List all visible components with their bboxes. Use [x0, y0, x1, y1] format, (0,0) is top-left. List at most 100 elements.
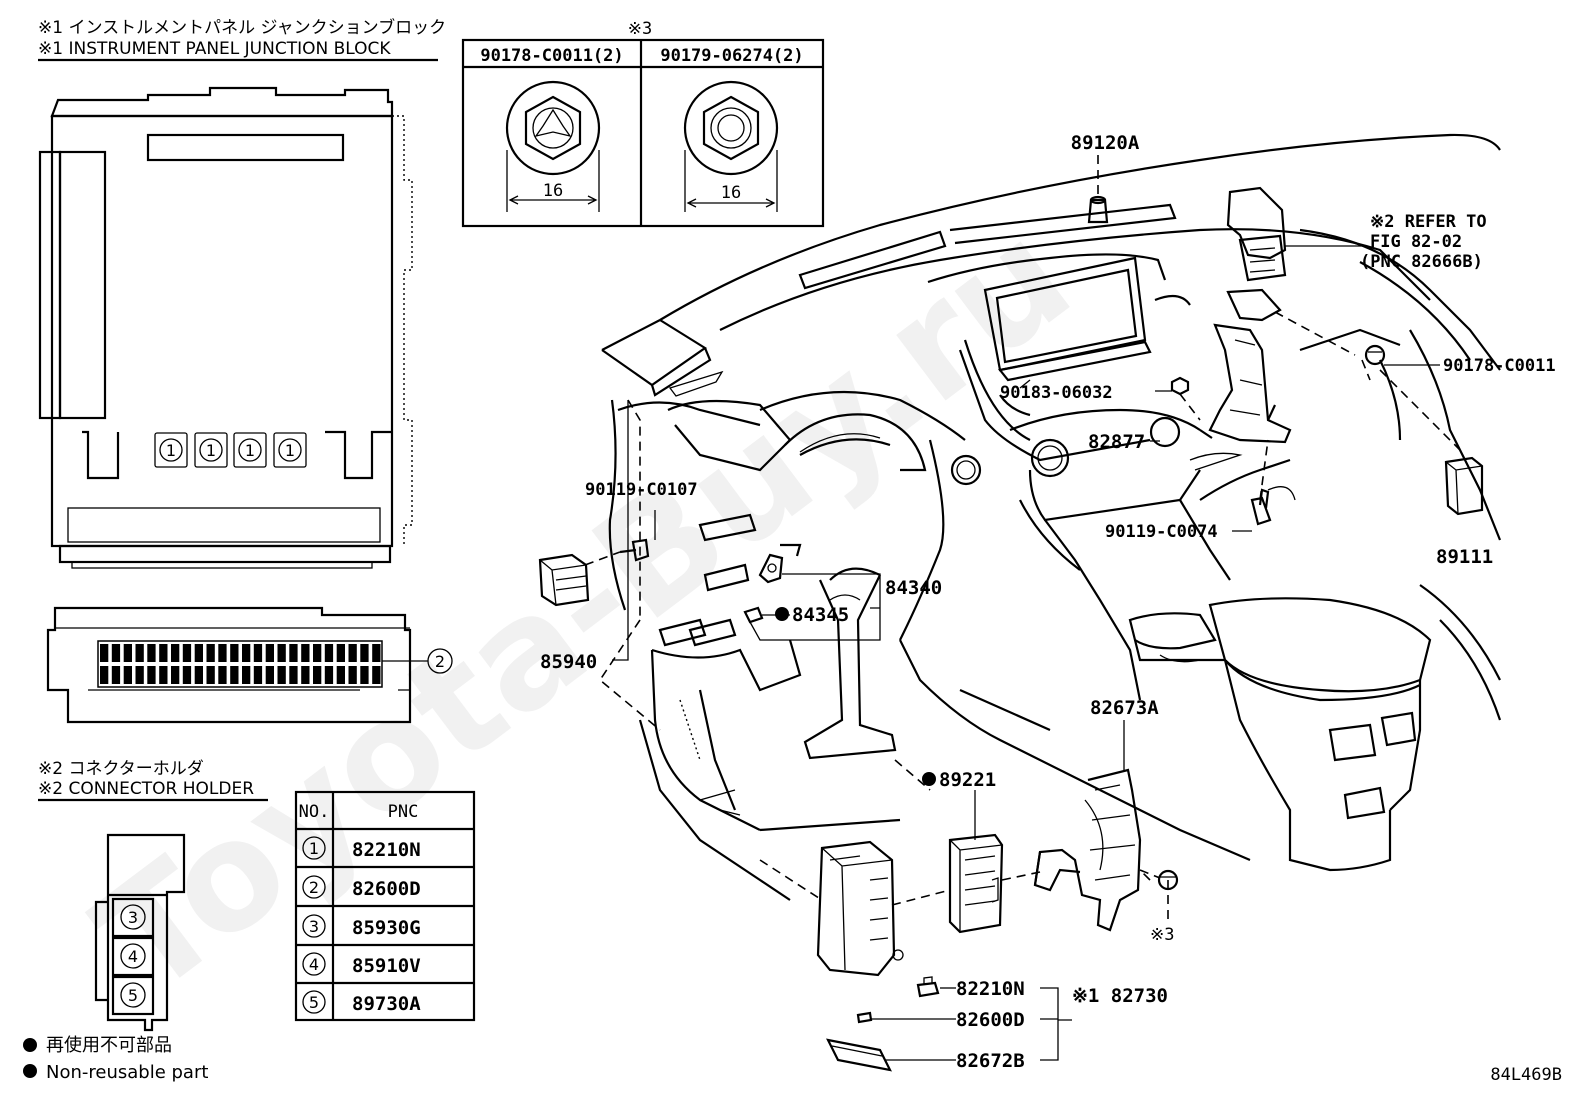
jb-pin: [348, 644, 357, 662]
jb-pin: [336, 666, 345, 684]
jb-pin: [159, 644, 168, 662]
callout-82673A: 82673A: [1090, 697, 1159, 719]
jb-pin: [100, 666, 109, 684]
jb-pin: [135, 666, 144, 684]
figure-id: 84L469B: [1490, 1065, 1562, 1085]
jb-pin: [242, 644, 251, 662]
jb-circle-1: 1: [166, 441, 176, 460]
pnc-row-value: 82600D: [352, 878, 421, 900]
jb-pin: [336, 644, 345, 662]
jb-side-circle: 2: [435, 652, 445, 671]
jb-pin: [265, 644, 274, 662]
jb-circle-4: 1: [285, 441, 295, 460]
jb-pin: [372, 666, 381, 684]
jb-pin-grid: [97, 640, 383, 688]
jb-pin: [194, 666, 203, 684]
callout-mark3: ※3: [1150, 925, 1174, 945]
jb-pin: [324, 644, 334, 662]
fastener-box-mark: ※3: [628, 19, 652, 39]
jb-pin: [206, 644, 215, 662]
non-reusable-dot-icon: [922, 772, 936, 786]
jb-pin: [218, 644, 227, 662]
connector-holder-title-jp: ※2 コネクターホルダ: [38, 759, 204, 779]
callout-84345: 84345: [792, 604, 849, 626]
fastener-right-dim: 16: [721, 183, 741, 203]
jb-pin: [324, 666, 334, 684]
jb-pin: [277, 644, 286, 662]
part-90119-C0074-bolt: [1250, 486, 1296, 526]
part-84340-switch: [743, 553, 784, 624]
pnc-row-no: 2: [309, 878, 319, 897]
callout-refer-line2: FIG 82-02: [1370, 232, 1462, 252]
callout-82672B: 82672B: [956, 1050, 1025, 1072]
callout-90119-C0107: 90119-C0107: [585, 480, 698, 500]
jb-pin: [111, 666, 121, 684]
jb-pin: [111, 644, 121, 662]
jb-pin: [206, 666, 215, 684]
callout-82600D: 82600D: [956, 1009, 1025, 1031]
callout-90119-C0074: 90119-C0074: [1105, 522, 1218, 542]
fastener-left-dim: 16: [543, 181, 563, 201]
part-89111-module: [1444, 456, 1484, 516]
fastener-box: ※3 90178-C0011(2) 90179-06274(2) 16 16: [461, 19, 825, 228]
pnc-row-value: 85930G: [352, 917, 421, 939]
non-reusable-dot-icon: [23, 1064, 37, 1078]
pnc-row-no: 5: [309, 993, 319, 1012]
part-82672B-cover: [826, 1038, 892, 1072]
pnc-row-value: 85910V: [352, 955, 421, 977]
connector-holder-title-en: ※2 CONNECTOR HOLDER: [38, 779, 254, 799]
jb-pin: [372, 644, 381, 662]
non-reusable-dot-icon: [775, 607, 789, 621]
jb-pin: [182, 644, 192, 662]
jb-pin: [313, 666, 322, 684]
pnc-table-col-no: NO.: [299, 802, 330, 822]
part-85940-module: [538, 553, 590, 607]
jb-pin: [194, 644, 203, 662]
jb-circle-3: 1: [245, 441, 255, 460]
jb-pin: [360, 644, 369, 662]
callout-89221: 89221: [939, 769, 996, 791]
connector-holder-drawing: 3 4 5: [94, 833, 186, 1032]
jb-pin: [171, 666, 180, 684]
fastener-right-label: 90179-06274(2): [660, 46, 803, 66]
pnc-row-no: 4: [309, 955, 319, 974]
callout-85940: 85940: [540, 651, 597, 673]
pnc-table-col-pnc: PNC: [388, 802, 419, 822]
callout-84340: 84340: [885, 577, 942, 599]
jb-pin: [265, 666, 274, 684]
jb-pin: [147, 644, 156, 662]
non-reusable-dot-icon: [23, 1038, 37, 1052]
holder-circle-5: 5: [128, 986, 138, 1005]
callout-refer-line3: (PNC 82666B): [1360, 252, 1483, 272]
callout-90183-06032: 90183-06032: [1000, 383, 1113, 403]
jb-pin: [253, 666, 263, 684]
holder-circle-4: 4: [128, 947, 138, 966]
junction-block-top-view: 1 1 1 1: [38, 86, 413, 569]
callout-89120A: 89120A: [1071, 132, 1140, 154]
pnc-row-value: 89730A: [352, 993, 421, 1015]
legend-en: Non-reusable part: [46, 1062, 208, 1083]
part-82210N-relay: [916, 976, 940, 998]
jb-pin: [159, 666, 168, 684]
junction-block-title-jp: ※1 インストルメントパネル ジャンクションブロック: [38, 17, 446, 38]
jb-circle-2: 1: [206, 441, 216, 460]
part-90183-nut: [1170, 376, 1190, 396]
jb-pin: [289, 666, 298, 684]
junction-block-side-view: 2: [46, 606, 453, 724]
callout-refer-line1: ※2 REFER TO: [1370, 212, 1487, 232]
fastener-left-label: 90178-C0011(2): [480, 46, 623, 66]
jb-pin: [123, 644, 132, 662]
jb-pin: [147, 666, 156, 684]
holder-circle-3: 3: [128, 908, 138, 927]
legend-jp: 再使用不可部品: [46, 1035, 172, 1056]
callout-90178-C0011: 90178-C0011: [1443, 356, 1556, 376]
pnc-row-no: 1: [309, 839, 319, 858]
pnc-table: NO. PNC 1 82210N 2 82600D 3 85930G 4 859…: [294, 790, 476, 1022]
jb-pin: [301, 666, 310, 684]
part-82673A-bracket: [1033, 768, 1142, 932]
part-90178-clip: [1364, 344, 1386, 366]
jb-pin: [348, 666, 357, 684]
callout-82730: ※1 82730: [1072, 985, 1168, 1007]
jb-pin: [100, 644, 109, 662]
jb-pin: [230, 666, 239, 684]
